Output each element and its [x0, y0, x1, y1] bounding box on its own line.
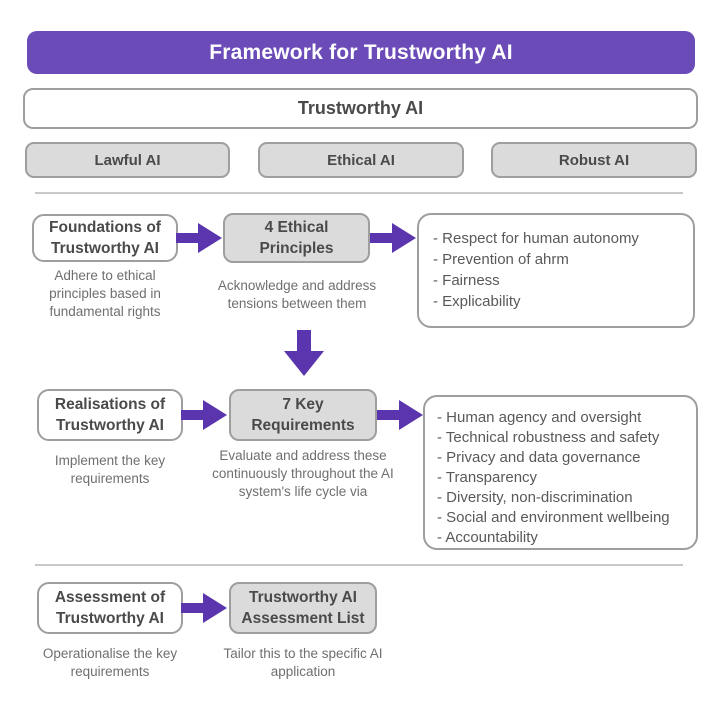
- foundations-stage-box: Foundations of Trustworthy AI: [32, 214, 178, 262]
- pillar-label: Lawful AI: [94, 151, 161, 169]
- requirement-item: - Diversity, non-discrimination: [437, 489, 633, 506]
- ethical-principles-list: - Respect for human autonomy - Preventio…: [417, 213, 695, 328]
- assessment-stage-label: Assessment of Trustworthy AI: [54, 589, 166, 627]
- principle-item: - Fairness: [433, 272, 500, 289]
- ethical-principles-note: Acknowledge and address tensions between…: [217, 278, 377, 311]
- realisations-stage-label: Realisations of Trustworthy AI: [54, 396, 166, 434]
- down-arrow-icon: [284, 330, 324, 376]
- realisations-note: Implement the key requirements: [54, 453, 166, 486]
- right-arrow-icon: [181, 593, 227, 623]
- pillar-label: Robust AI: [558, 151, 630, 169]
- trustworthy-ai-box: Trustworthy AI: [23, 88, 698, 129]
- assessment-list-label: Trustworthy AI Assessment List: [241, 589, 365, 627]
- right-arrow-icon: [176, 223, 222, 253]
- principle-item: - Prevention of ahrm: [433, 251, 569, 268]
- key-requirements-list: - Human agency and oversight - Technical…: [423, 395, 698, 550]
- principle-item: - Explicability: [433, 293, 521, 310]
- foundations-stage-label: Foundations of Trustworthy AI: [49, 219, 161, 257]
- section-divider: [35, 192, 683, 194]
- requirement-item: - Social and environment wellbeing: [437, 509, 670, 526]
- foundations-note: Adhere to ethical principles based in fu…: [49, 268, 161, 319]
- requirement-item: - Transparency: [437, 469, 538, 486]
- section-divider: [35, 564, 683, 566]
- assessment-list-box: Trustworthy AI Assessment List: [229, 582, 377, 634]
- key-requirements-label: 7 Key Requirements: [251, 396, 355, 434]
- pillar-lawful-ai: Lawful AI: [25, 142, 230, 178]
- right-arrow-icon: [181, 400, 227, 430]
- pillar-ethical-ai: Ethical AI: [258, 142, 464, 178]
- assessment-note: Operationalise the key requirements: [42, 646, 178, 679]
- requirement-item: - Technical robustness and safety: [437, 429, 660, 446]
- right-arrow-icon: [370, 223, 416, 253]
- principle-item: - Respect for human autonomy: [433, 230, 639, 247]
- key-requirements-box: 7 Key Requirements: [229, 389, 377, 441]
- assessment-list-note: Tailor this to the specific AI applicati…: [223, 646, 383, 679]
- ethical-principles-label: 4 Ethical Principles: [259, 219, 334, 257]
- diagram-title: Framework for Trustworthy AI: [209, 40, 513, 64]
- assessment-stage-box: Assessment of Trustworthy AI: [37, 582, 183, 634]
- pillar-label: Ethical AI: [327, 151, 395, 169]
- requirement-item: - Human agency and oversight: [437, 409, 642, 426]
- trustworthy-ai-label: Trustworthy AI: [297, 98, 424, 118]
- key-requirements-note: Evaluate and address these continuously …: [212, 448, 394, 499]
- requirement-item: - Accountability: [437, 529, 538, 546]
- pillar-robust-ai: Robust AI: [491, 142, 697, 178]
- ethical-principles-box: 4 Ethical Principles: [223, 213, 370, 263]
- diagram-title-banner: Framework for Trustworthy AI: [27, 31, 695, 74]
- right-arrow-icon: [377, 400, 423, 430]
- requirement-item: - Privacy and data governance: [437, 449, 641, 466]
- realisations-stage-box: Realisations of Trustworthy AI: [37, 389, 183, 441]
